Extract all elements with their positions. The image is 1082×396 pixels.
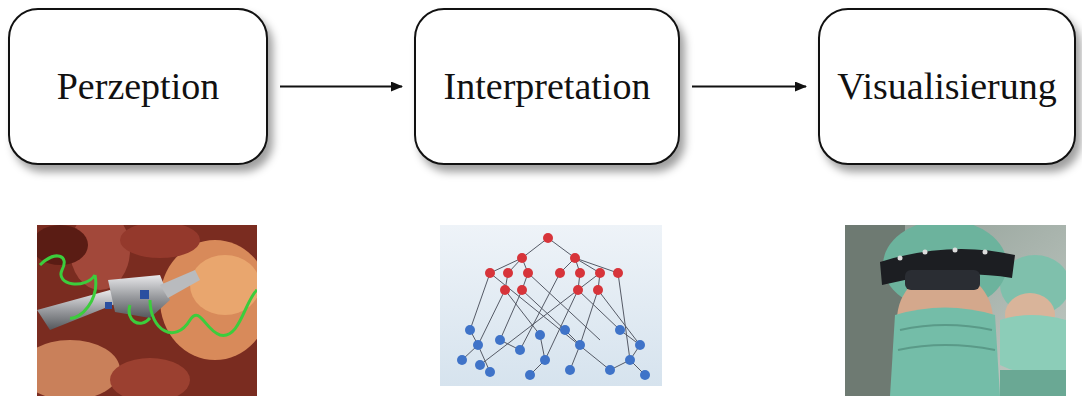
illustration-part xyxy=(108,275,170,318)
illustration-part xyxy=(160,240,257,360)
illustration-part xyxy=(478,290,505,345)
illustration-part xyxy=(900,325,992,330)
illustration-part xyxy=(522,290,565,330)
box-label: Visualisierung xyxy=(837,66,1056,108)
illustration-part xyxy=(898,345,995,350)
illustration-part xyxy=(953,248,958,253)
illustration-part xyxy=(105,302,112,309)
illustration-part xyxy=(150,290,257,335)
illustration-part xyxy=(440,225,662,386)
illustration-part xyxy=(593,285,603,295)
illustration-part xyxy=(110,358,190,396)
illustration-part xyxy=(462,238,645,375)
illustration-part xyxy=(898,256,903,261)
box-label: Perzeption xyxy=(57,66,220,108)
process-box: Perzeption xyxy=(8,8,268,165)
illustration-part xyxy=(490,273,610,370)
illustration-part xyxy=(923,250,928,255)
illustration-part xyxy=(535,330,545,340)
illustration-part xyxy=(485,268,495,278)
flow-arrow xyxy=(280,86,402,88)
illustration-part xyxy=(465,325,475,335)
illustration-part xyxy=(160,270,200,298)
illustration-part xyxy=(475,360,485,370)
illustration-part xyxy=(500,285,510,295)
surgeon-image xyxy=(845,225,1066,396)
illustration-part xyxy=(1000,370,1066,396)
illustration-part xyxy=(480,273,600,365)
illustration-part xyxy=(473,340,483,350)
flow-arrow xyxy=(692,86,806,88)
illustration-part xyxy=(503,268,513,278)
illustration-part xyxy=(120,225,200,258)
illustration-part xyxy=(129,305,150,323)
illustration-part xyxy=(457,355,467,365)
illustration-part xyxy=(517,253,527,263)
illustration-part xyxy=(575,268,585,278)
illustration-part xyxy=(615,325,625,335)
illustration-part xyxy=(625,355,635,365)
illustration-part xyxy=(573,285,583,295)
illustration-part xyxy=(40,256,96,318)
illustration-part xyxy=(613,268,623,278)
illustration-part xyxy=(545,290,578,360)
illustration-part xyxy=(555,268,565,278)
illustration-part xyxy=(515,345,525,355)
illustration-part xyxy=(905,270,980,290)
illustration-part xyxy=(548,238,575,258)
illustration-part xyxy=(470,273,490,330)
illustration-part xyxy=(580,290,598,345)
illustration-part xyxy=(523,268,533,278)
illustration-part xyxy=(505,290,540,335)
surgery-image xyxy=(37,225,257,396)
illustration-part xyxy=(457,325,650,380)
illustration-part xyxy=(37,340,120,396)
illustration-part xyxy=(570,253,580,263)
illustration-part xyxy=(595,268,605,278)
illustration-part xyxy=(575,340,585,350)
illustration-part xyxy=(495,335,505,345)
illustration-part xyxy=(618,273,630,360)
illustration-part xyxy=(485,367,495,377)
illustration-part xyxy=(500,290,522,340)
illustration-part xyxy=(540,355,550,365)
illustration-part xyxy=(543,233,553,243)
illustration-part xyxy=(565,365,575,375)
illustration-part xyxy=(983,250,988,255)
illustration-part xyxy=(520,273,560,350)
illustration-part xyxy=(890,308,1000,396)
illustration-part xyxy=(640,370,650,380)
illustration-part xyxy=(560,325,570,335)
network-image xyxy=(440,225,662,386)
illustration-part xyxy=(1000,315,1066,374)
illustration-part xyxy=(845,225,1066,396)
illustration-part xyxy=(517,285,527,295)
illustration-part xyxy=(528,273,600,340)
illustration-part xyxy=(598,290,640,345)
illustration-part xyxy=(635,340,645,350)
process-box: Interpretation xyxy=(414,8,680,165)
illustration-part xyxy=(605,365,615,375)
illustration-part xyxy=(525,370,535,380)
illustration-part xyxy=(140,290,149,299)
illustration-part xyxy=(485,233,623,295)
process-box: Visualisierung xyxy=(818,8,1076,165)
box-label: Interpretation xyxy=(444,66,651,108)
